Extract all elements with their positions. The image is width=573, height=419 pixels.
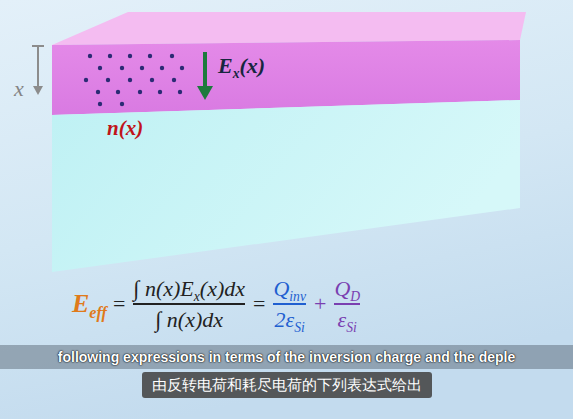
electron-dot [180,66,184,70]
slab-top-face [52,12,526,45]
text-holder: following expressions in terms of the in… [0,345,573,369]
numerator: Qinv [273,276,306,301]
depth-arrow-head [33,86,43,95]
effective-field-formula: Eeff=∫ n(x)Ex(x)dx∫ n(x)dx=Qinv2εSi+QDεS… [72,276,362,332]
node-text: E [218,53,233,78]
numerator: QD [334,276,360,301]
electron-dot [158,90,162,94]
formula-text: ∫ n(x)E [133,276,193,301]
subtitle-band: following expressions in terms of the in… [0,345,573,369]
operator: = [113,291,125,317]
text-holder: Ex(x) [218,53,265,79]
electron-dot [84,78,88,82]
electron-dot [178,90,182,94]
electron-dot [128,78,132,82]
fraction: Qinv 2εSi [271,276,308,332]
formula-text: (x)dx [200,276,245,301]
formula-text: + [314,291,326,317]
electron-dot [120,66,124,70]
electron-dots [84,54,184,106]
electron-dot [148,54,152,58]
subscript: x [233,66,240,81]
subscript: inv [289,289,306,305]
field-arrow-line [203,52,207,88]
subscript: Si [294,320,305,336]
electron-dot [138,90,142,94]
subscript: eff [89,304,107,322]
inversion-layer: Ex(x) [52,45,520,103]
formula-text: ∫ n(x)dx [155,307,223,332]
fraction: ∫ n(x)Ex(x)dx ∫ n(x)dx [131,276,247,332]
electron-dot [140,66,144,70]
electron-dot [98,102,102,106]
substrate-face [52,100,520,272]
formula-text: E [72,289,89,319]
field-arrow-head [197,86,213,100]
denominator: εSi [338,307,357,332]
depth-label-holder: x [14,76,24,102]
formula-text: Q [334,276,350,301]
formula-text: = [253,291,265,317]
electron-dot [88,54,92,58]
electron-dot [128,54,132,58]
node-text: following expressions in terms of the in… [58,349,515,365]
text-holder: 由反转电荷和耗尽电荷的下列表达式给出 [152,375,422,395]
formula-text: = [113,291,125,317]
substrate-region: n(x) [52,112,520,262]
denominator: 2εSi [275,307,305,332]
symbol: Eeff [72,289,107,319]
text-holder: n(x) [107,116,143,141]
operator: = [253,291,265,317]
operator: + [314,291,326,317]
subscript: Si [346,320,357,336]
electron-dot [160,66,164,70]
formula-text: ε [338,307,347,332]
electron-dot [116,90,120,94]
electron-dot [96,90,100,94]
electron-dot [108,54,112,58]
subscript: D [350,289,360,305]
electron-dot [106,78,110,82]
formula-text: Q [273,276,289,301]
electron-dot [170,54,174,58]
fraction: QDεSi [332,276,362,332]
electron-dot [172,78,176,82]
electron-dot [98,66,102,70]
node-text: n(x) [107,116,143,140]
subscript: x [194,289,200,305]
electron-dot [150,78,154,82]
formula-text: 2ε [275,307,295,332]
depth-arrow-line [37,46,39,87]
subtitle-box: 由反转电荷和耗尽电荷的下列表达式给出 [142,372,432,398]
depth-label: x [14,76,24,101]
fraction-bar [133,303,245,305]
numerator: ∫ n(x)Ex(x)dx [133,276,245,301]
node-text: 由反转电荷和耗尽电荷的下列表达式给出 [152,376,422,394]
electron-dot [120,102,124,106]
denominator: ∫ n(x)dx [155,307,223,332]
node-text: (x) [240,53,266,78]
